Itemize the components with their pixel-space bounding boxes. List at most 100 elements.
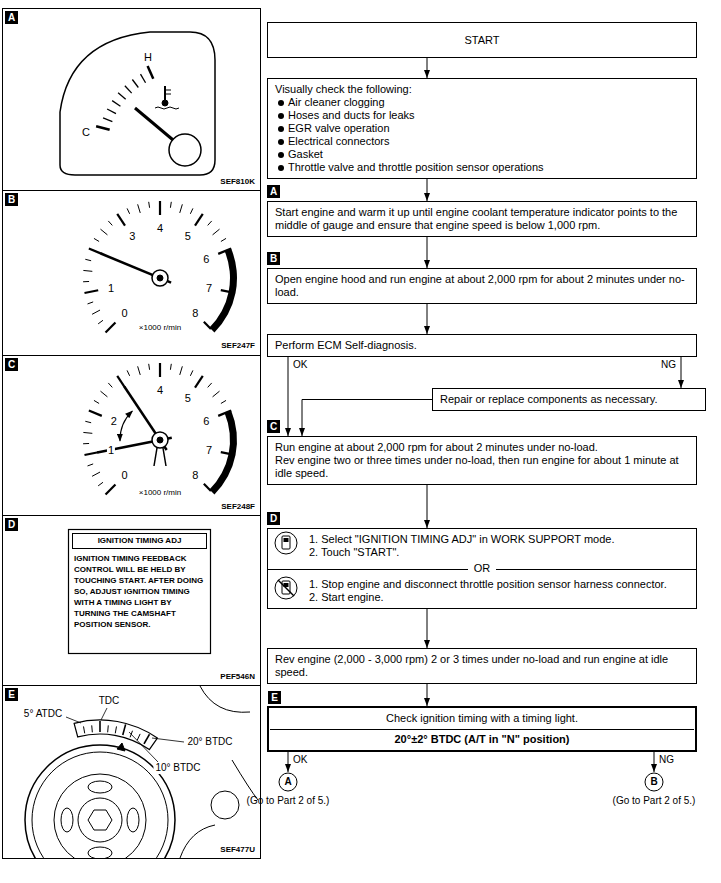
tach-tick xyxy=(208,221,212,225)
crankshaft-pulley xyxy=(88,781,112,793)
needle-tail xyxy=(154,448,157,466)
part-label: 8 xyxy=(191,307,199,319)
tach-tick xyxy=(83,270,92,272)
consult-icon xyxy=(274,531,298,555)
tach-tick xyxy=(84,290,98,293)
tach-tick xyxy=(127,370,130,375)
figure-code: PEF546N xyxy=(220,671,255,683)
tach-tick xyxy=(180,204,183,213)
crankshaft-pulley xyxy=(78,798,122,842)
part-label: 4 xyxy=(156,222,164,234)
tach-tick xyxy=(138,204,141,213)
tach-tick xyxy=(195,376,203,388)
connector-letter: A xyxy=(278,772,298,792)
consult-screen xyxy=(69,530,211,654)
step-text: Repair or replace components as necessar… xyxy=(440,393,698,406)
branch-label: OK xyxy=(292,754,308,766)
cross-out xyxy=(278,580,294,596)
step-letter: B xyxy=(267,252,280,265)
part-label: IGNITION TIMING ADJ xyxy=(98,535,182,547)
branch-label: NG xyxy=(658,754,675,766)
step-text: Perform ECM Self-diagnosis. xyxy=(275,339,689,352)
step-text: Open engine hood and run engine at about… xyxy=(275,273,689,299)
tach-tick xyxy=(100,229,107,235)
timing-mark xyxy=(144,734,150,744)
part-label: IGNITION TIMING FEEDBACK CONTROL WILL BE… xyxy=(74,553,206,630)
tach-tick xyxy=(92,472,100,476)
part-label: TDC xyxy=(97,695,122,707)
icon-ring xyxy=(275,577,297,599)
tach-tick xyxy=(89,411,102,416)
part-label: C xyxy=(81,126,91,138)
tach-tick xyxy=(94,238,99,241)
timing-mark xyxy=(115,726,116,733)
tach-tick xyxy=(100,391,107,397)
flow-arrow xyxy=(427,684,428,706)
part-label: 6 xyxy=(202,253,210,265)
crankshaft-pulley xyxy=(32,752,168,858)
no-consult-icon xyxy=(274,576,298,600)
temperature-gauge xyxy=(165,94,171,95)
step-text: Rev engine (2,000 - 3,000 rpm) 2 or 3 ti… xyxy=(275,653,689,679)
temperature-gauge xyxy=(164,86,166,100)
tach-tick xyxy=(84,452,98,455)
tach-tick xyxy=(98,320,103,324)
consult-screen xyxy=(69,530,211,654)
panel-frame xyxy=(3,9,261,191)
panel-letter: E xyxy=(5,688,18,701)
timing-mark xyxy=(137,734,140,740)
figure-code: SEF477U xyxy=(220,844,255,856)
icon-ring xyxy=(275,532,297,554)
part-label: 1 xyxy=(107,282,115,294)
tach-tick xyxy=(148,202,150,208)
part-label: 3 xyxy=(128,230,136,242)
figure-code: SEF247F xyxy=(221,340,255,352)
tach-tick xyxy=(83,432,92,434)
temperature-gauge xyxy=(169,134,201,166)
gauge-tick xyxy=(112,101,120,107)
divider-line xyxy=(268,569,696,570)
gauge-tick xyxy=(132,79,138,87)
temperature-gauge xyxy=(155,107,179,109)
tach-tick xyxy=(83,443,89,444)
part-label: 6 xyxy=(202,415,210,427)
flow-arrow xyxy=(427,58,428,78)
step-letter: E xyxy=(268,691,281,704)
branch-label: NG xyxy=(660,359,677,371)
tach-tick xyxy=(94,400,99,403)
tach-tick xyxy=(108,383,112,387)
connector-circle: A(Go to Part 2 of 5.) xyxy=(278,772,298,792)
part-label: 7 xyxy=(205,282,213,294)
tach-tick xyxy=(221,452,231,454)
part-label: 1 xyxy=(107,444,115,456)
step-text: START xyxy=(275,34,689,47)
flow-arrow xyxy=(427,485,428,528)
flow-arrow xyxy=(288,752,289,772)
tach-tick xyxy=(221,238,226,241)
check-item: Air cleaner clogging xyxy=(275,96,689,109)
part-label: H xyxy=(143,51,153,63)
check-item: Hoses and ducts for leaks xyxy=(275,109,689,122)
temperature-gauge xyxy=(162,100,168,106)
tach-tick xyxy=(138,366,141,375)
circle-outline xyxy=(644,772,664,792)
temperature-gauge xyxy=(60,32,215,175)
flow-arrow xyxy=(681,357,682,388)
tach-tick xyxy=(106,485,116,495)
tach-tick xyxy=(127,208,130,213)
step-letter: C xyxy=(267,420,280,433)
flow-arrow xyxy=(427,237,428,268)
flow-arrow xyxy=(427,304,428,334)
part-label: 20° BTDC xyxy=(185,736,234,748)
step-text: Start engine and warm it up until engine… xyxy=(275,206,689,232)
process-box: ECheck ignition timing with a timing lig… xyxy=(267,706,697,752)
tach-tick xyxy=(117,376,125,388)
tach-tick xyxy=(170,202,172,208)
part-label: 0 xyxy=(121,307,129,319)
gauge-tick xyxy=(107,109,116,114)
process-box: Perform ECM Self-diagnosis. xyxy=(267,334,697,357)
tach-tick xyxy=(106,323,116,333)
step-text: 2. Touch "START". xyxy=(309,546,689,559)
circle-outline xyxy=(645,773,663,791)
go-to-note: (Go to Part 2 of 5.) xyxy=(594,794,714,807)
